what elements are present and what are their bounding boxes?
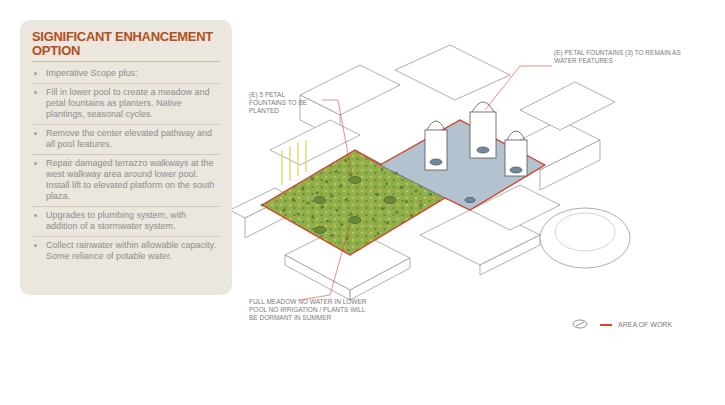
panel-title: SIGNIFICANT ENHANCEMENT OPTION [32, 30, 220, 62]
bullet-dot [34, 244, 37, 247]
plant-dot [376, 193, 379, 196]
bullet-text: Collect rainwater within allowable capac… [46, 240, 216, 261]
bullet-dot [34, 72, 37, 75]
plant-dot [345, 198, 348, 201]
plant-dot [330, 195, 333, 198]
legend-text: AREA OF WORK [618, 320, 672, 329]
plant-dot [306, 202, 309, 205]
plant-dot [395, 172, 398, 175]
plant-dot [311, 177, 314, 180]
plant-dot [385, 182, 388, 185]
plant-dot [344, 159, 347, 162]
plant-dot [260, 203, 263, 206]
bullet-dot [34, 162, 37, 165]
plant-dot [377, 232, 380, 235]
leader-lines [300, 66, 552, 300]
bullet-dot [34, 132, 37, 135]
plant-dot [371, 218, 374, 221]
bullet-dot [34, 214, 37, 217]
bullet-item: Fill in lower pool to create a meadow an… [32, 84, 220, 125]
plant-dot [400, 186, 403, 189]
bullet-item: Imperative Scope plus: [32, 65, 220, 84]
legend-sample [600, 324, 612, 326]
plant-dot [405, 200, 408, 203]
plant-dot [410, 214, 413, 217]
plant-dot [350, 212, 353, 215]
plant-dot [340, 184, 343, 187]
plant-dot [326, 219, 329, 222]
plant-dot [419, 203, 422, 206]
option-panel: SIGNIFICANT ENHANCEMENT OPTION Imperative… [20, 20, 232, 295]
callout-label: (E) PETAL FOUNTAINS (3) TO REMAIN AS WAT… [554, 49, 704, 65]
plant-dot [335, 209, 338, 212]
bullet-dot [34, 91, 37, 94]
bullet-text: Upgrades to plumbing system, with additi… [46, 210, 186, 231]
plant-dot [321, 205, 324, 208]
plant-dot [297, 212, 300, 215]
plant-dot [301, 187, 304, 190]
plant-dot [311, 216, 314, 219]
bullet-text: Imperative Scope plus: [46, 68, 138, 78]
north-arrow [573, 320, 587, 328]
bullet-item: Repair damaged terrazzo walkways at the … [32, 155, 220, 207]
bullet-text: Fill in lower pool to create a meadow an… [46, 87, 210, 119]
plant-dot [414, 189, 417, 192]
area-of-work-outline [262, 120, 545, 255]
plant-dot [429, 193, 432, 196]
plant-dot [331, 234, 334, 237]
upper-pool [380, 120, 545, 210]
bullet-item: Collect rainwater within allowable capac… [32, 237, 220, 266]
trees [282, 140, 306, 185]
bullet-item: Remove the center elevated pathway and a… [32, 125, 220, 155]
planted-fountains [314, 177, 396, 234]
plant-dot [282, 209, 285, 212]
plant-dot [316, 191, 319, 194]
plant-dot [381, 207, 384, 210]
plant-dot [325, 180, 328, 183]
bullet-text: Repair damaged terrazzo walkways at the … [46, 158, 215, 201]
plant-dot [335, 170, 338, 173]
water-fountains [425, 102, 527, 203]
plant-dot [292, 198, 295, 201]
plant-dot [395, 211, 398, 214]
bullet-text: Remove the center elevated pathway and a… [46, 128, 212, 149]
bullet-item: Upgrades to plumbing system, with additi… [32, 207, 220, 237]
plant-dot [340, 223, 343, 226]
plant-dot [380, 168, 383, 171]
plant-dot [386, 221, 389, 224]
callout-label: FULL MEADOW NO WATER IN LOWER POOL NO IR… [249, 298, 369, 322]
callout-label: (E) 5 PETAL FOUNTAINS TO BE PLANTED [249, 91, 321, 115]
